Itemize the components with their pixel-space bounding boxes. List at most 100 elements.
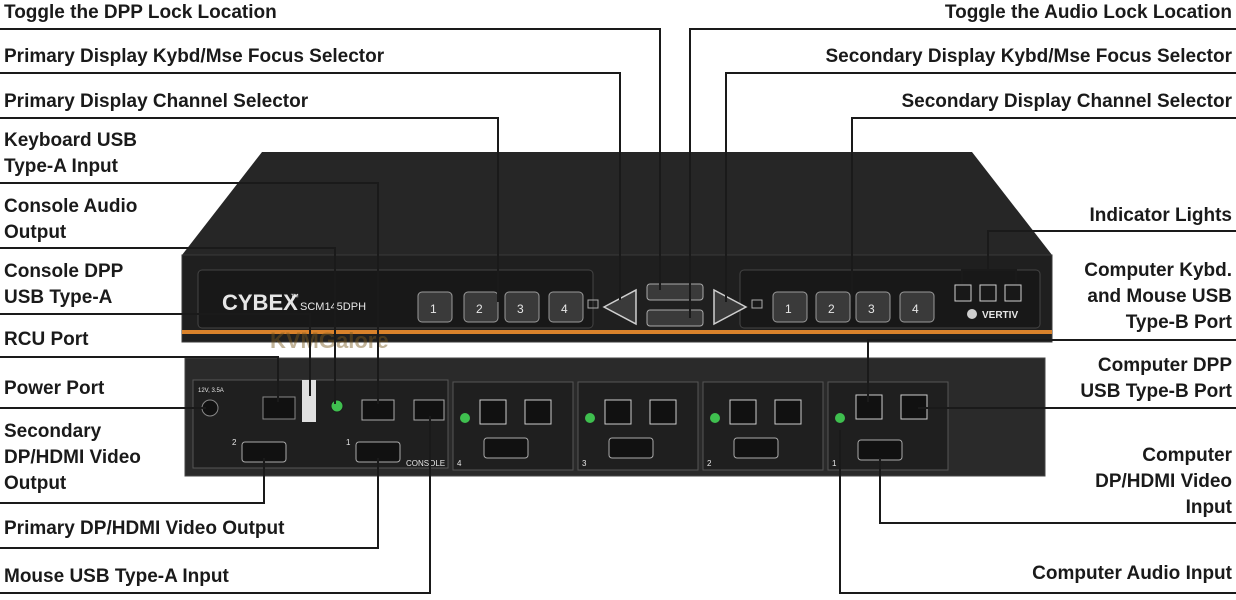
label-primary-channel-selector: Primary Display Channel Selector — [4, 91, 309, 112]
secondary-channel-button-2[interactable] — [815, 291, 851, 323]
console-label: CONSOLE — [406, 459, 445, 468]
leader-line-computer-audio-input — [839, 430, 1236, 594]
primary-channel-button-2[interactable] — [463, 291, 499, 323]
leader-line-indicator-lights — [987, 230, 1236, 270]
primary-channel-label-3: 3 — [517, 302, 524, 316]
computer-dpp-port-4[interactable] — [524, 399, 552, 425]
label-toggle-audio-lock: Toggle the Audio Lock Location — [944, 2, 1232, 23]
computer-section-number-2: 2 — [707, 459, 712, 468]
primary-channel-label-2: 2 — [476, 302, 483, 316]
leader-line-indicator-lights-bracket — [961, 269, 1017, 284]
leader-line-mouse-usb-input — [0, 416, 431, 594]
brand-trademark: ™ — [290, 292, 299, 302]
label-computer-kybd-mouse-usb: Computer Kybd. and Mouse USB Type-B Port — [1084, 260, 1232, 333]
secondary-channel-label-2: 2 — [828, 302, 835, 316]
computer-audio-port-3[interactable] — [585, 413, 595, 423]
label-indicator-lights: Indicator Lights — [1089, 205, 1233, 226]
leader-line-primary-channel-selector — [0, 117, 499, 302]
label-secondary-kybd-focus: Secondary Display Kybd/Mse Focus Selecto… — [825, 46, 1232, 67]
audio-lock-toggle[interactable] — [646, 309, 704, 327]
label-console-dpp-usb: Console DPP USB Type-A — [4, 261, 124, 308]
console-dpp-usb-port[interactable] — [302, 380, 316, 422]
secondary-focus-selector[interactable] — [713, 288, 748, 326]
computer-audio-port-4[interactable] — [460, 413, 470, 423]
primary-video-number: 1 — [346, 438, 351, 447]
primary-display-icon — [587, 299, 599, 309]
label-primary-kybd-focus: Primary Display Kybd/Mse Focus Selector — [4, 46, 385, 67]
secondary-channel-button-1[interactable] — [772, 291, 808, 323]
label-computer-video-input: Computer DP/HDMI Video Input — [1095, 445, 1232, 518]
leader-line-keyboard-usb-input — [0, 182, 379, 404]
computer-section-number-4: 4 — [457, 459, 462, 468]
primary-channel-label-1: 1 — [430, 302, 437, 316]
label-keyboard-usb-input: Keyboard USB Type-A Input — [4, 130, 138, 177]
console-audio-port[interactable] — [330, 399, 344, 413]
front-unit: CYBEX ™ SCM145DPH KVMGalore 1 2 3 4 1 2 — [181, 152, 1053, 353]
computer-section-3: 3 — [577, 381, 699, 471]
secondary-channel-label-4: 4 — [912, 302, 919, 316]
label-console-audio-output: Console Audio Output — [4, 196, 138, 243]
computer-video-port-4[interactable] — [483, 437, 529, 459]
computer-dpp-port-3[interactable] — [649, 399, 677, 425]
model-number: SCM145DPH — [300, 301, 366, 313]
secondary-display-icon — [751, 299, 763, 309]
indicator-lights — [954, 284, 1022, 302]
leader-line-console-audio-output — [0, 247, 336, 404]
leader-line-computer-kybd-mouse-usb — [867, 339, 1236, 402]
leader-line-toggle-audio-lock — [689, 28, 1236, 318]
primary-channel-button-1[interactable] — [417, 291, 453, 323]
dpp-lock-toggle[interactable] — [646, 283, 704, 301]
computer-video-port-1[interactable] — [857, 439, 903, 461]
console-section — [192, 379, 449, 469]
vertiv-logo-icon — [967, 309, 977, 319]
leader-line-secondary-kybd-focus — [725, 72, 1236, 302]
label-primary-video-output: Primary DP/HDMI Video Output — [4, 518, 285, 539]
indicator-light-1 — [954, 284, 972, 302]
label-secondary-video-output: Secondary DP/HDMI Video Output — [4, 421, 141, 494]
leader-line-primary-kybd-focus — [0, 72, 621, 300]
indicator-light-3 — [1004, 284, 1022, 302]
primary-channel-label-4: 4 — [561, 302, 568, 316]
secondary-video-number: 2 — [232, 438, 237, 447]
secondary-channel-button-4[interactable] — [899, 291, 935, 323]
label-mouse-usb-input: Mouse USB Type-A Input — [4, 566, 229, 587]
computer-video-port-2[interactable] — [733, 437, 779, 459]
label-secondary-channel-selector: Secondary Display Channel Selector — [901, 91, 1232, 112]
secondary-channel-label-3: 3 — [868, 302, 875, 316]
computer-section-1: 1 — [827, 381, 949, 471]
computer-section-2: 2 — [702, 381, 824, 471]
leader-line-computer-video-input — [879, 458, 1236, 524]
computer-dpp-port-2[interactable] — [774, 399, 802, 425]
computer-section-number-1: 1 — [832, 459, 837, 468]
computer-section-4: 4 — [452, 381, 574, 471]
leader-line-rcu-port — [0, 356, 279, 402]
watermark: KVMGalore — [270, 328, 389, 353]
primary-channel-button-3[interactable] — [504, 291, 540, 323]
label-rcu-port: RCU Port — [4, 329, 89, 350]
brand-logo: CYBEX — [222, 290, 298, 315]
computer-audio-port-2[interactable] — [710, 413, 720, 423]
leader-line-secondary-channel-selector — [851, 117, 1236, 302]
leader-lines — [0, 28, 1236, 594]
leader-line-console-dpp-usb — [0, 313, 311, 396]
vendor-logo: VERTIV — [982, 310, 1018, 321]
computer-kybd-mouse-port-4[interactable] — [479, 399, 507, 425]
primary-channel-button-4[interactable] — [548, 291, 584, 323]
computer-kybd-mouse-port-3[interactable] — [604, 399, 632, 425]
secondary-channel-label-1: 1 — [785, 302, 792, 316]
leader-line-primary-video-output — [0, 458, 379, 549]
leader-line-toggle-dpp-lock — [0, 28, 661, 290]
power-spec: 12V, 3.5A — [198, 388, 224, 394]
rear-unit: CONSOLE 12V, 3.5A 2 1 4 3 — [184, 357, 1046, 477]
indicator-light-2 — [979, 284, 997, 302]
label-computer-audio-input: Computer Audio Input — [1032, 563, 1232, 584]
label-power-port: Power Port — [4, 378, 105, 399]
computer-kybd-mouse-port-2[interactable] — [729, 399, 757, 425]
secondary-channel-button-3[interactable] — [855, 291, 891, 323]
secondary-channel-buttons: 1 2 3 4 — [772, 291, 935, 323]
computer-audio-port-1[interactable] — [835, 413, 845, 423]
label-computer-dpp-usb: Computer DPP USB Type-B Port — [1080, 355, 1232, 402]
label-toggle-dpp-lock: Toggle the DPP Lock Location — [4, 2, 277, 23]
computer-video-port-3[interactable] — [608, 437, 654, 459]
